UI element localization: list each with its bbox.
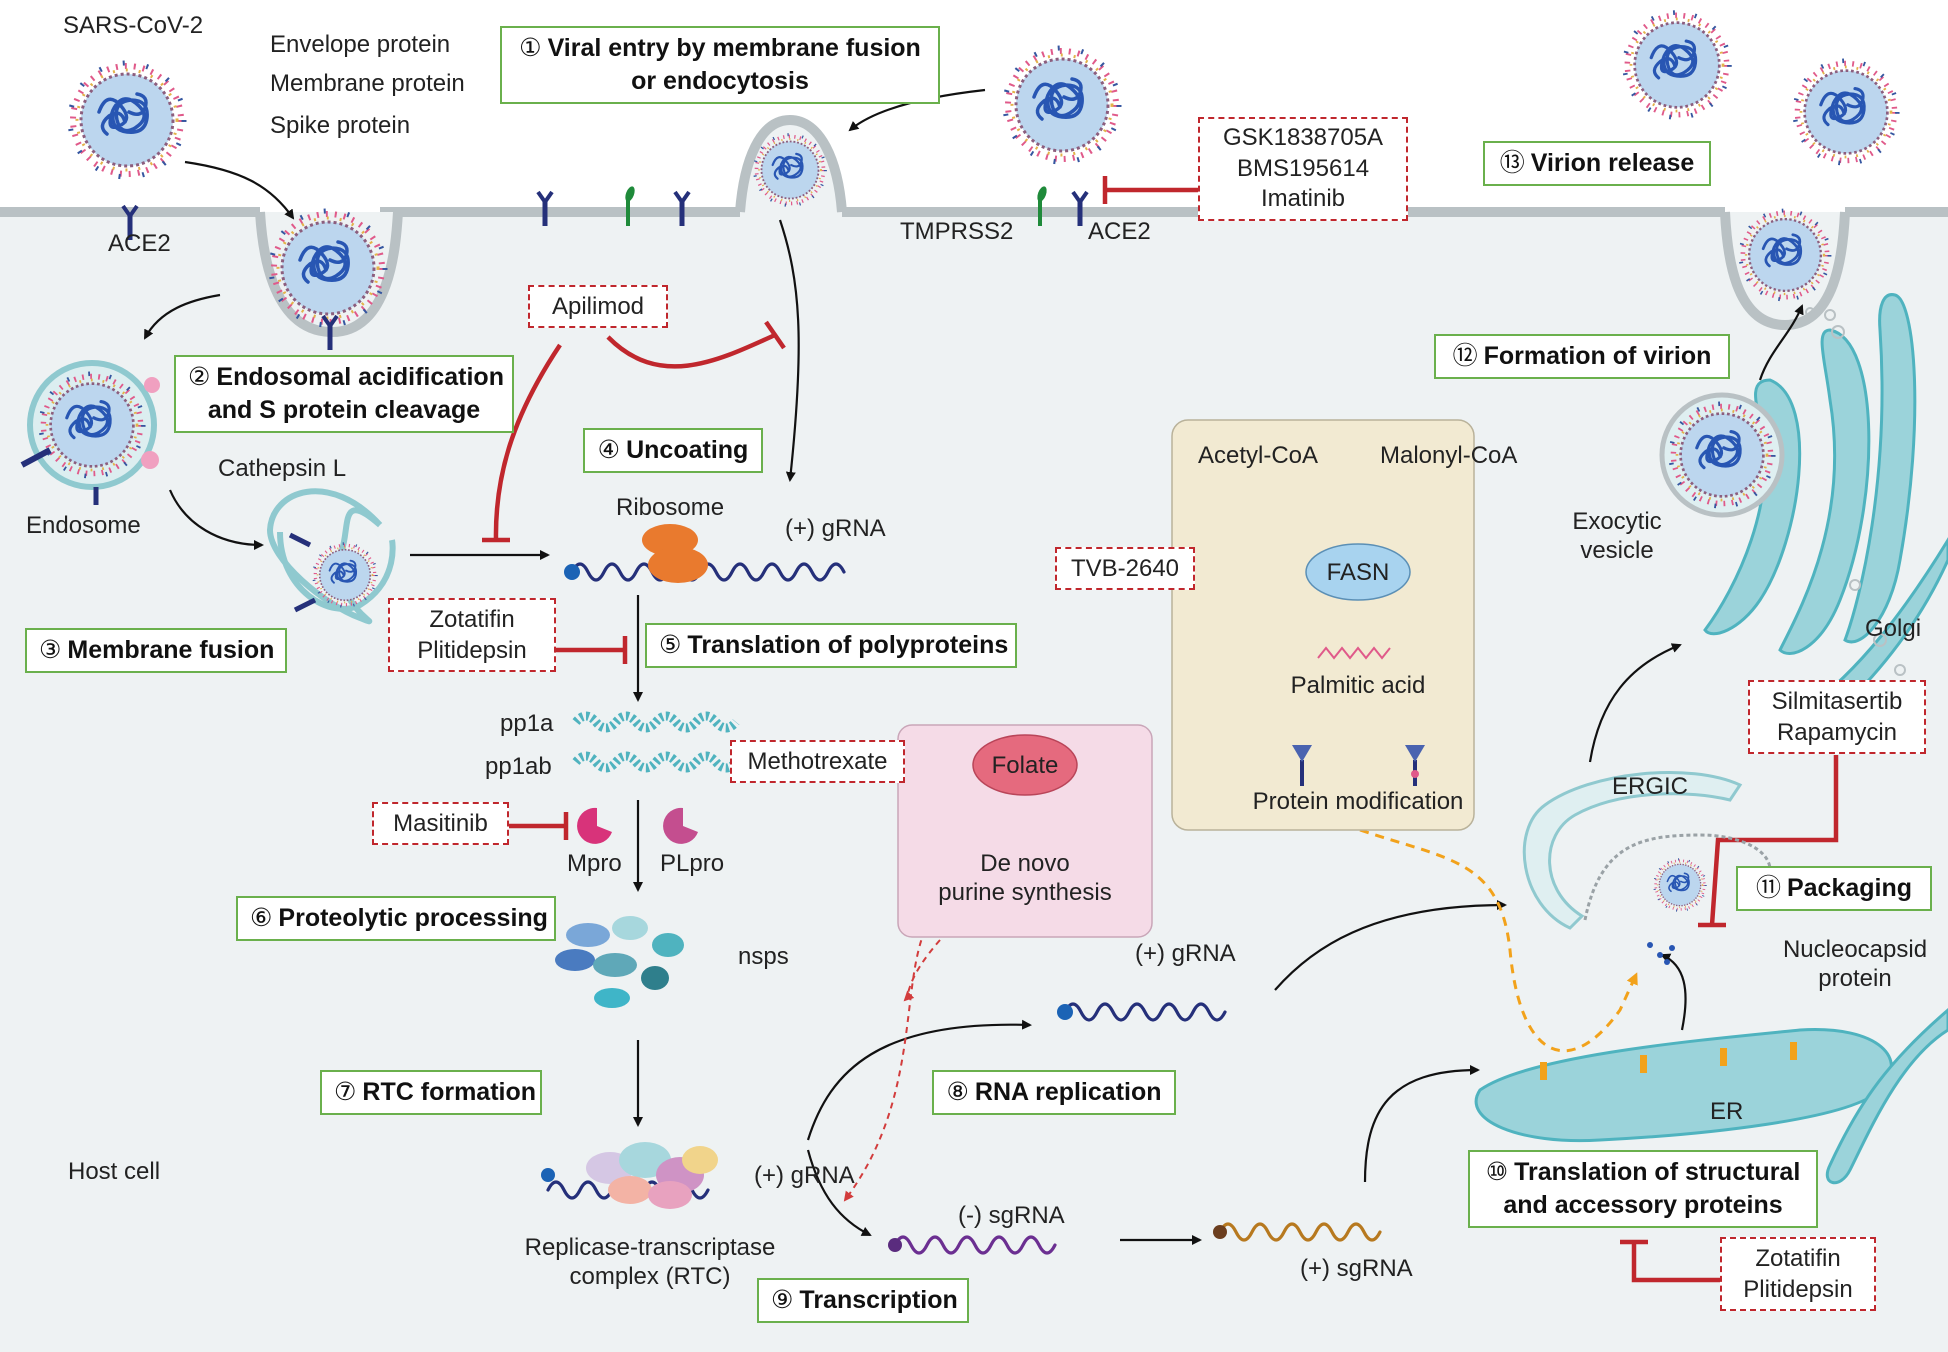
drug-box-methotrexate: Methotrexate <box>730 740 905 784</box>
endosome-label: Endosome <box>26 512 141 539</box>
er-label: ER <box>1710 1098 1744 1125</box>
ace2-label-right: ACE2 <box>1088 218 1151 245</box>
golgi-label: Golgi <box>1865 615 1922 642</box>
palmitic-acid-label: Palmitic acid <box>1290 672 1426 699</box>
spike-protein-label: Spike protein <box>270 112 411 139</box>
drug-box-apilimod: Apilimod <box>528 285 668 329</box>
grna-label-uncoating: (+) gRNA <box>785 515 886 542</box>
plpro-label: PLpro <box>660 850 725 877</box>
ribosome-label: Ribosome <box>616 494 725 521</box>
envelope-protein-label: Envelope protein <box>270 31 451 58</box>
acetyl-coa-label: Acetyl-CoA <box>1198 442 1319 469</box>
ergic-label: ERGIC <box>1612 773 1689 800</box>
drug-box-tvb2640: TVB-2640 <box>1055 547 1195 591</box>
tmprss2-label: TMPRSS2 <box>900 218 1014 245</box>
drug-box-masitinib: Masitinib <box>372 802 509 846</box>
mpro-label: Mpro <box>567 850 622 877</box>
nsps-label: nsps <box>738 943 789 970</box>
pp1ab-label: pp1ab <box>485 753 552 780</box>
ace2-label-left: ACE2 <box>108 230 171 257</box>
malonyl-coa-label: Malonyl-CoA <box>1380 442 1518 469</box>
protein-modification-label: Protein modification <box>1252 788 1464 815</box>
neg-sgrna-label: (-) sgRNA <box>958 1202 1065 1229</box>
pos-sgrna-label: (+) sgRNA <box>1300 1255 1413 1282</box>
virus-label: SARS-CoV-2 <box>63 12 204 39</box>
grna-label-replication: (+) gRNA <box>1135 940 1236 967</box>
fasn-label: FASN <box>1326 559 1390 586</box>
grna-label-rtc: (+) gRNA <box>754 1162 855 1189</box>
folate-label: Folate <box>991 752 1059 779</box>
cathepsin-label: Cathepsin L <box>218 455 347 482</box>
membrane-protein-label: Membrane protein <box>270 70 465 97</box>
host-cell-label: Host cell <box>68 1158 161 1185</box>
pp1a-label: pp1a <box>500 710 554 737</box>
